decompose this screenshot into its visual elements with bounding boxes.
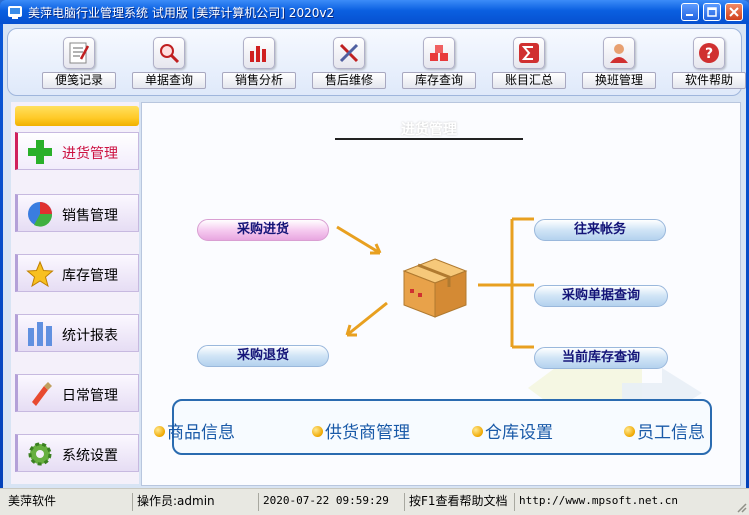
- sidebar-item-daily[interactable]: 日常管理: [15, 374, 139, 412]
- brush-icon: [32, 382, 52, 406]
- svg-text:?: ?: [705, 46, 713, 62]
- bar-chart-icon: [250, 46, 266, 62]
- toolbar-button-shift[interactable]: 换班管理: [582, 37, 656, 89]
- toolbar-label: 便笺记录: [42, 72, 116, 89]
- boxes-icon: [430, 45, 448, 61]
- employee-label: 员工信息: [637, 423, 705, 443]
- supplier-label: 供货商管理: [325, 423, 410, 443]
- star-icon: [26, 260, 54, 288]
- product-info-link[interactable]: 商品信息: [154, 418, 235, 443]
- toolbar-label: 换班管理: [582, 72, 656, 89]
- tools-icon: [339, 43, 359, 63]
- maximize-button[interactable]: [703, 3, 721, 21]
- toolbar-button-after-sales[interactable]: 售后维修: [312, 37, 386, 89]
- bullet-icon: [312, 426, 323, 437]
- sidebar-item-sales[interactable]: 销售管理: [15, 194, 139, 232]
- toolbar-label: 软件帮助: [672, 72, 746, 89]
- stock-query-button[interactable]: 当前库存查询: [534, 347, 668, 369]
- title-bar[interactable]: 美萍电脑行业管理系统 试用版 [美萍计算机公司] 2020v2: [0, 0, 749, 24]
- status-datetime: 2020-07-22 09:59:29: [258, 493, 404, 511]
- pie-icon: [28, 202, 53, 227]
- product-info-label: 商品信息: [167, 423, 235, 443]
- bars-icon: [28, 322, 52, 346]
- maximize-icon: [707, 7, 717, 17]
- toolbar-label: 库存查询: [402, 72, 476, 89]
- sidebar-item-label: 统计报表: [62, 328, 118, 344]
- toolbar-label: 账目汇总: [492, 72, 566, 89]
- toolbar-label: 售后维修: [312, 72, 386, 89]
- status-help-hint: 按F1查看帮助文档: [404, 493, 514, 511]
- sigma-icon: [519, 43, 539, 63]
- purchase-return-button[interactable]: 采购退货: [197, 345, 329, 367]
- plus-icon: [28, 140, 52, 164]
- purchase-query-button[interactable]: 采购单据查询: [534, 285, 668, 307]
- status-operator: 操作员:admin: [132, 493, 258, 511]
- flow-connectors: [336, 217, 534, 349]
- sidebar-item-label: 销售管理: [62, 208, 118, 224]
- toolbar-button-doc-query[interactable]: 单据查询: [132, 37, 206, 89]
- sidebar-item-inventory[interactable]: 库存管理: [15, 254, 139, 292]
- main-panel: 进货管理 采购进货 采购退货: [141, 102, 741, 486]
- help-icon: ?: [699, 43, 719, 63]
- sidebar-item-reports[interactable]: 统计报表: [15, 314, 139, 352]
- minimize-icon: [686, 14, 693, 16]
- users-icon: [610, 44, 628, 63]
- page-title: 进货管理: [401, 122, 457, 138]
- sidebar-item-label: 进货管理: [62, 146, 118, 162]
- bullet-icon: [472, 426, 483, 437]
- basic-info-panel: 商品信息 供货商管理 仓库设置 员工信息: [154, 399, 712, 455]
- toolbar-label: 销售分析: [222, 72, 296, 89]
- sidebar-item-label: 系统设置: [62, 448, 118, 464]
- sidebar-header-bar: [15, 106, 139, 126]
- toolbar-label: 单据查询: [132, 72, 206, 89]
- minimize-button[interactable]: [681, 3, 699, 21]
- toolbar-button-account-summary[interactable]: 账目汇总: [492, 37, 566, 89]
- bullet-icon: [154, 426, 165, 437]
- close-icon: [729, 7, 739, 17]
- package-box-icon: [402, 258, 468, 318]
- resize-grip-icon[interactable]: [735, 501, 747, 513]
- accounts-button[interactable]: 往来帐务: [534, 219, 666, 241]
- toolbar-button-stock-query[interactable]: 库存查询: [402, 37, 476, 89]
- notepad-icon: [69, 42, 90, 64]
- status-app-name: 美萍软件: [8, 494, 57, 508]
- main-toolbar: 便笺记录 单据查询 销售分析 售后维修 库存查询 账目汇总: [7, 28, 746, 96]
- status-bar: 美萍软件 操作员:admin 2020-07-22 09:59:29 按F1查看…: [0, 488, 749, 515]
- employee-link[interactable]: 员工信息: [624, 418, 705, 443]
- toolbar-button-sales-analysis[interactable]: 销售分析: [222, 37, 296, 89]
- status-url: http://www.mpsoft.net.cn: [514, 493, 730, 511]
- window-title: 美萍电脑行业管理系统 试用版 [美萍计算机公司] 2020v2: [28, 6, 335, 20]
- toolbar-button-notes[interactable]: 便笺记录: [42, 37, 116, 89]
- toolbar-button-help[interactable]: ? 软件帮助: [672, 37, 746, 89]
- client-area: 便笺记录 单据查询 销售分析 售后维修 库存查询 账目汇总: [3, 24, 746, 488]
- warehouse-link[interactable]: 仓库设置: [472, 418, 553, 443]
- bullet-icon: [624, 426, 635, 437]
- sidebar-item-label: 库存管理: [62, 268, 118, 284]
- sidebar-item-label: 日常管理: [62, 388, 118, 404]
- sidebar: 进货管理 销售管理 库存管理 统计报表 日常管理 系统设置: [11, 102, 139, 484]
- magnifier-icon: [160, 44, 180, 64]
- sidebar-item-settings[interactable]: 系统设置: [15, 434, 139, 472]
- warehouse-label: 仓库设置: [485, 423, 553, 443]
- supplier-link[interactable]: 供货商管理: [312, 418, 410, 443]
- close-button[interactable]: [725, 3, 743, 21]
- purchase-in-button[interactable]: 采购进货: [197, 219, 329, 241]
- title-underline: [335, 138, 523, 140]
- sidebar-item-purchase[interactable]: 进货管理: [15, 132, 139, 170]
- gear-icon: [28, 442, 52, 466]
- app-icon: [8, 6, 22, 19]
